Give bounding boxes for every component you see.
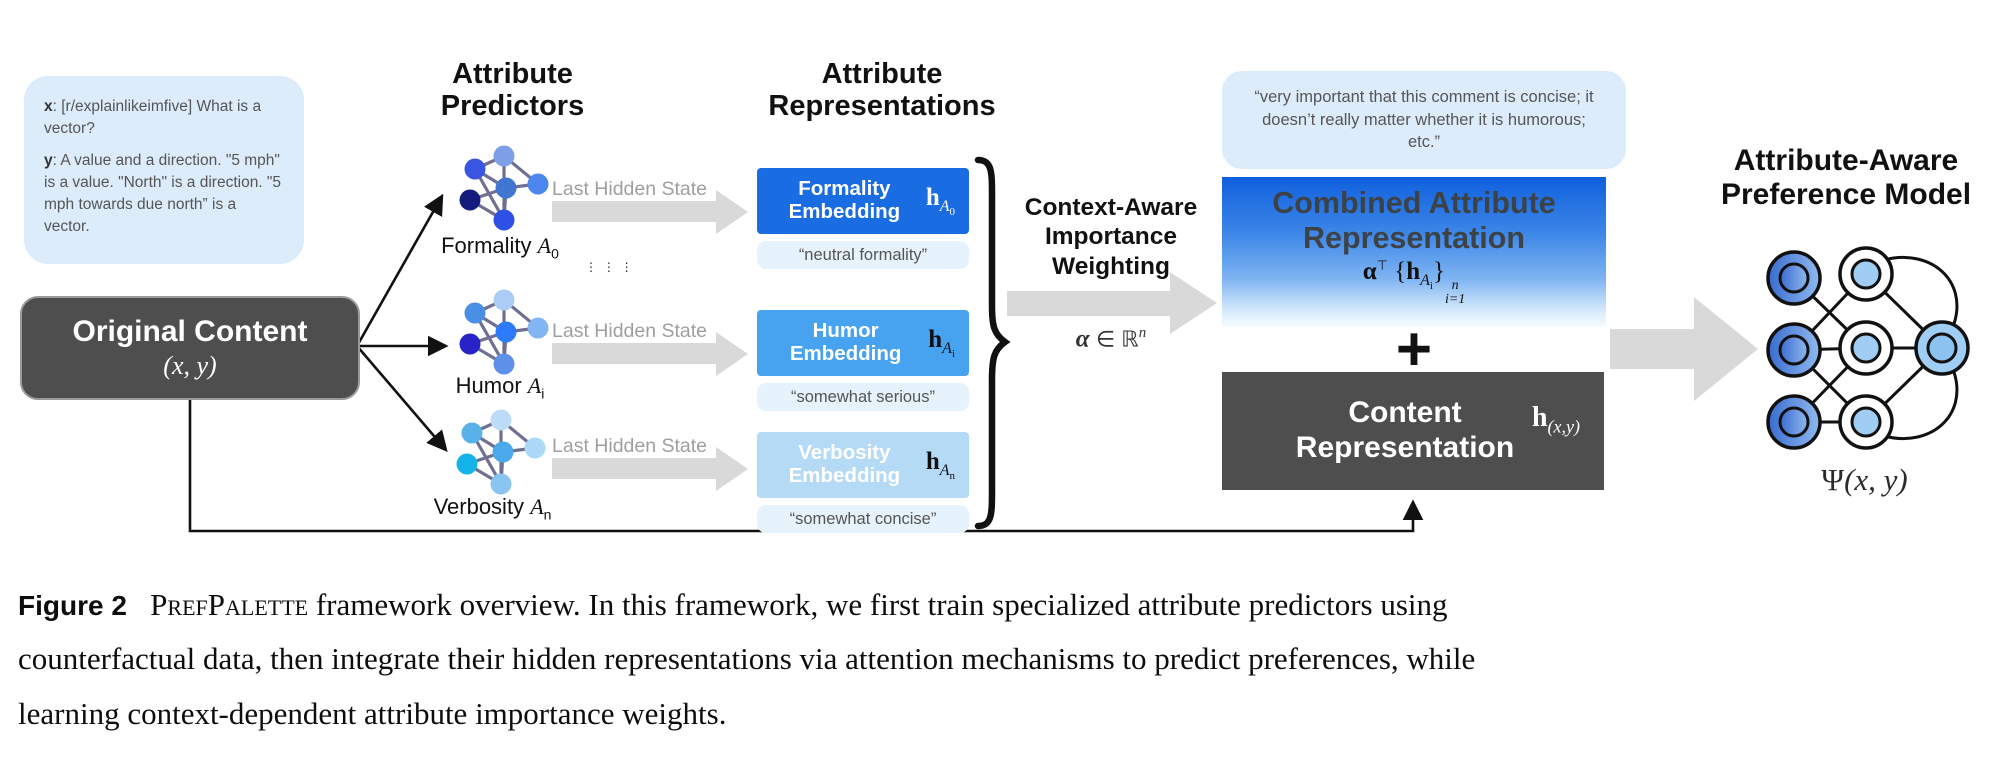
figure-number: Figure 2 xyxy=(18,590,127,621)
last-hidden-state-arrow xyxy=(552,458,716,479)
humor-predictor-label: Humor Ai xyxy=(455,373,545,402)
original-content-title: Original Content xyxy=(72,315,308,348)
arrow-head xyxy=(716,190,748,234)
arrow-head xyxy=(1694,297,1758,401)
alpha-vector-label: α ∈ ℝn xyxy=(1075,325,1147,353)
preference-model-heading: Attribute-Aware Preference Model xyxy=(1720,144,1972,211)
example-y-line: y: A value and a direction. "5 mph" is a… xyxy=(44,152,282,235)
example-content-bubble: x: [r/explainlikeimfive] What is a vecto… xyxy=(24,76,304,264)
verbosity-embedding-math: hAn xyxy=(925,447,955,483)
model-input-arrow xyxy=(1610,329,1694,369)
weighting-arrow xyxy=(1007,291,1170,316)
preference-model-network xyxy=(1766,246,1970,450)
method-name: PrefPalette xyxy=(150,587,309,622)
humor-network-icon xyxy=(459,289,549,375)
arrow-head xyxy=(716,447,748,491)
formality-embedding-math: hA0 xyxy=(925,183,955,219)
last-hidden-state-arrow xyxy=(552,201,716,222)
attribute-representations-heading: Attribute Representations xyxy=(768,58,996,123)
humor-embedding-math: hAi xyxy=(928,325,955,361)
psi-function-label: Ψ(x, y) xyxy=(1821,462,1908,497)
figure-caption: Figure 2 PrefPalette framework overview.… xyxy=(18,587,1476,731)
attribute-predictors-heading: Attribute Predictors xyxy=(440,58,585,123)
formality-embedding-caption: “neutral formality” xyxy=(757,241,969,269)
original-content-box: Original Content (x, y) xyxy=(20,296,360,400)
verbosity-network-icon xyxy=(456,409,546,495)
importance-quote-bubble: “very important that this comment is con… xyxy=(1222,71,1626,169)
last-hidden-state-label: Last Hidden State xyxy=(552,178,708,200)
formality-predictor-label: Formality A0 xyxy=(441,233,559,262)
verbosity-embedding-caption: “somewhat concise” xyxy=(757,505,969,533)
last-hidden-state-label: Last Hidden State xyxy=(552,320,708,342)
brace xyxy=(974,156,1011,530)
context-weighting-label: Context-Aware Importance Weighting xyxy=(1024,194,1198,280)
humor-embedding-caption: “somewhat serious” xyxy=(757,383,969,411)
verbosity-predictor-label: Verbosity An xyxy=(433,494,552,523)
arrow-head xyxy=(716,332,748,376)
more-predictors-ellipsis: ⋮ ⋮ ⋮ xyxy=(585,260,634,274)
last-hidden-state-arrow xyxy=(552,343,716,364)
arrow-head xyxy=(1170,272,1217,334)
last-hidden-state-label: Last Hidden State xyxy=(552,435,708,457)
example-x-line: x: [r/explainlikeimfive] What is a vecto… xyxy=(44,98,262,137)
formality-network-icon xyxy=(459,145,549,231)
original-content-math: (x, y) xyxy=(163,351,217,380)
content-representation-math: h(x,y) xyxy=(1531,402,1580,437)
